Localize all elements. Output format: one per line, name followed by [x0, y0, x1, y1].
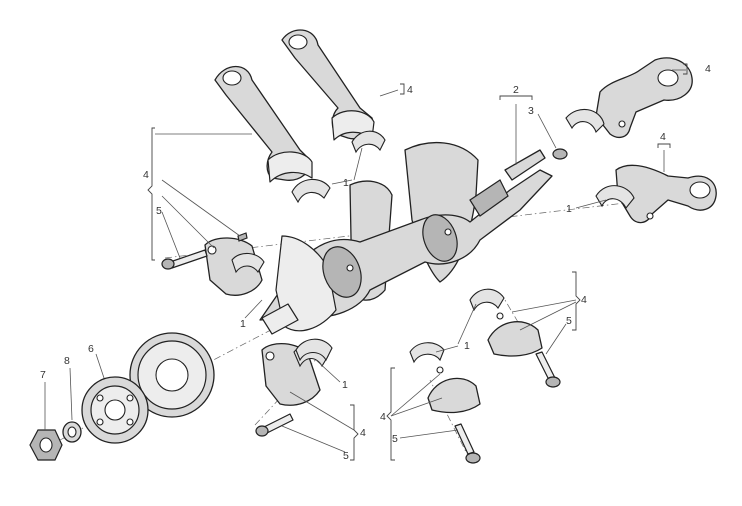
timing-sprocket: [81, 376, 149, 444]
bracket-crankshaft: [499, 95, 533, 100]
callout-6: 6: [88, 343, 94, 355]
dowel: [237, 232, 248, 242]
bearing-shell-lower: [295, 338, 333, 362]
bearing-shell-upper: [291, 178, 331, 204]
rod-cap-right: [487, 312, 543, 357]
rod-bolt-right: [535, 351, 561, 388]
callout-4: 4: [407, 84, 413, 96]
main-bearing-bolt-left: [161, 249, 208, 270]
washer: [62, 421, 82, 443]
callout-1: 1: [343, 177, 349, 189]
oil-hole: [646, 212, 654, 220]
callout-1: 1: [464, 340, 470, 352]
bracket-lower-cap: [350, 404, 359, 461]
callout-8: 8: [64, 355, 70, 367]
callout-1: 1: [240, 318, 246, 330]
callout-labels: 4 5 4 1 2 3 4 4 1 1 1 4 5 1 4 5 4 5 6 7 …: [40, 63, 711, 462]
rod-cap-right-lower: [427, 366, 481, 414]
callout-4: 4: [581, 294, 587, 306]
bracket-upper-rod: [400, 83, 405, 95]
callout-4: 4: [360, 427, 366, 439]
oil-hole: [618, 120, 626, 128]
small-end-bore: [288, 34, 308, 50]
main-bearing-cap-lower: [261, 343, 329, 406]
crankshaft-nose: [504, 149, 546, 181]
crank-pin: [322, 246, 362, 298]
rod-bolt-right-lower: [454, 423, 481, 464]
small-end-bore: [657, 69, 679, 87]
main-bearing-bolt-lower: [255, 413, 294, 437]
oil-hole: [444, 228, 452, 236]
callout-4: 4: [380, 411, 386, 423]
leader-lines: [44, 69, 686, 453]
small-end-bore: [689, 181, 711, 199]
bracket-upper-right-rod: [683, 63, 688, 75]
callout-1: 1: [566, 203, 572, 215]
connecting-rod-upper-right: [595, 57, 693, 139]
callout-5: 5: [343, 450, 349, 462]
crankshaft-plug: [552, 148, 568, 160]
bearing-shell-right-lower: [409, 342, 445, 364]
bracket-right-rod: [657, 143, 671, 148]
connecting-rod-upper-left: [214, 65, 313, 183]
connecting-rod-right: [615, 164, 717, 224]
oil-hole: [346, 264, 354, 272]
dowel-pin: [207, 245, 217, 255]
crank-pin: [422, 214, 458, 262]
callout-1: 1: [342, 379, 348, 391]
bearing-shell-right-upper: [469, 288, 505, 312]
bracket-right-cap: [572, 271, 581, 331]
small-end-bore: [222, 70, 242, 86]
bearing-shell-right: [565, 108, 605, 134]
crankshaft: [259, 149, 553, 335]
crankshaft-nut: [29, 429, 63, 461]
main-assembly-axis: [164, 199, 651, 259]
primary-drive-gear: [129, 332, 215, 418]
callout-2: 2: [513, 84, 519, 96]
bearing-shell-right: [595, 185, 635, 210]
callout-7: 7: [40, 369, 46, 381]
bearing-shell-upper: [351, 130, 386, 154]
callout-4: 4: [705, 63, 711, 75]
callout-5: 5: [566, 315, 572, 327]
callout-5: 5: [156, 205, 162, 217]
callout-5: 5: [392, 433, 398, 445]
callout-4: 4: [143, 169, 149, 181]
callout-3: 3: [528, 105, 534, 117]
timing-gear-spline: [469, 179, 509, 217]
connecting-rod-upper-center: [281, 29, 375, 141]
bracket-left: [147, 127, 155, 261]
crankshaft-counterweight-front: [275, 235, 337, 332]
bracket-lower-right-cap: [386, 367, 395, 461]
main-bearing-cap-left: [204, 237, 265, 296]
crankshaft-tail: [261, 303, 299, 335]
callout-4: 4: [660, 131, 666, 143]
